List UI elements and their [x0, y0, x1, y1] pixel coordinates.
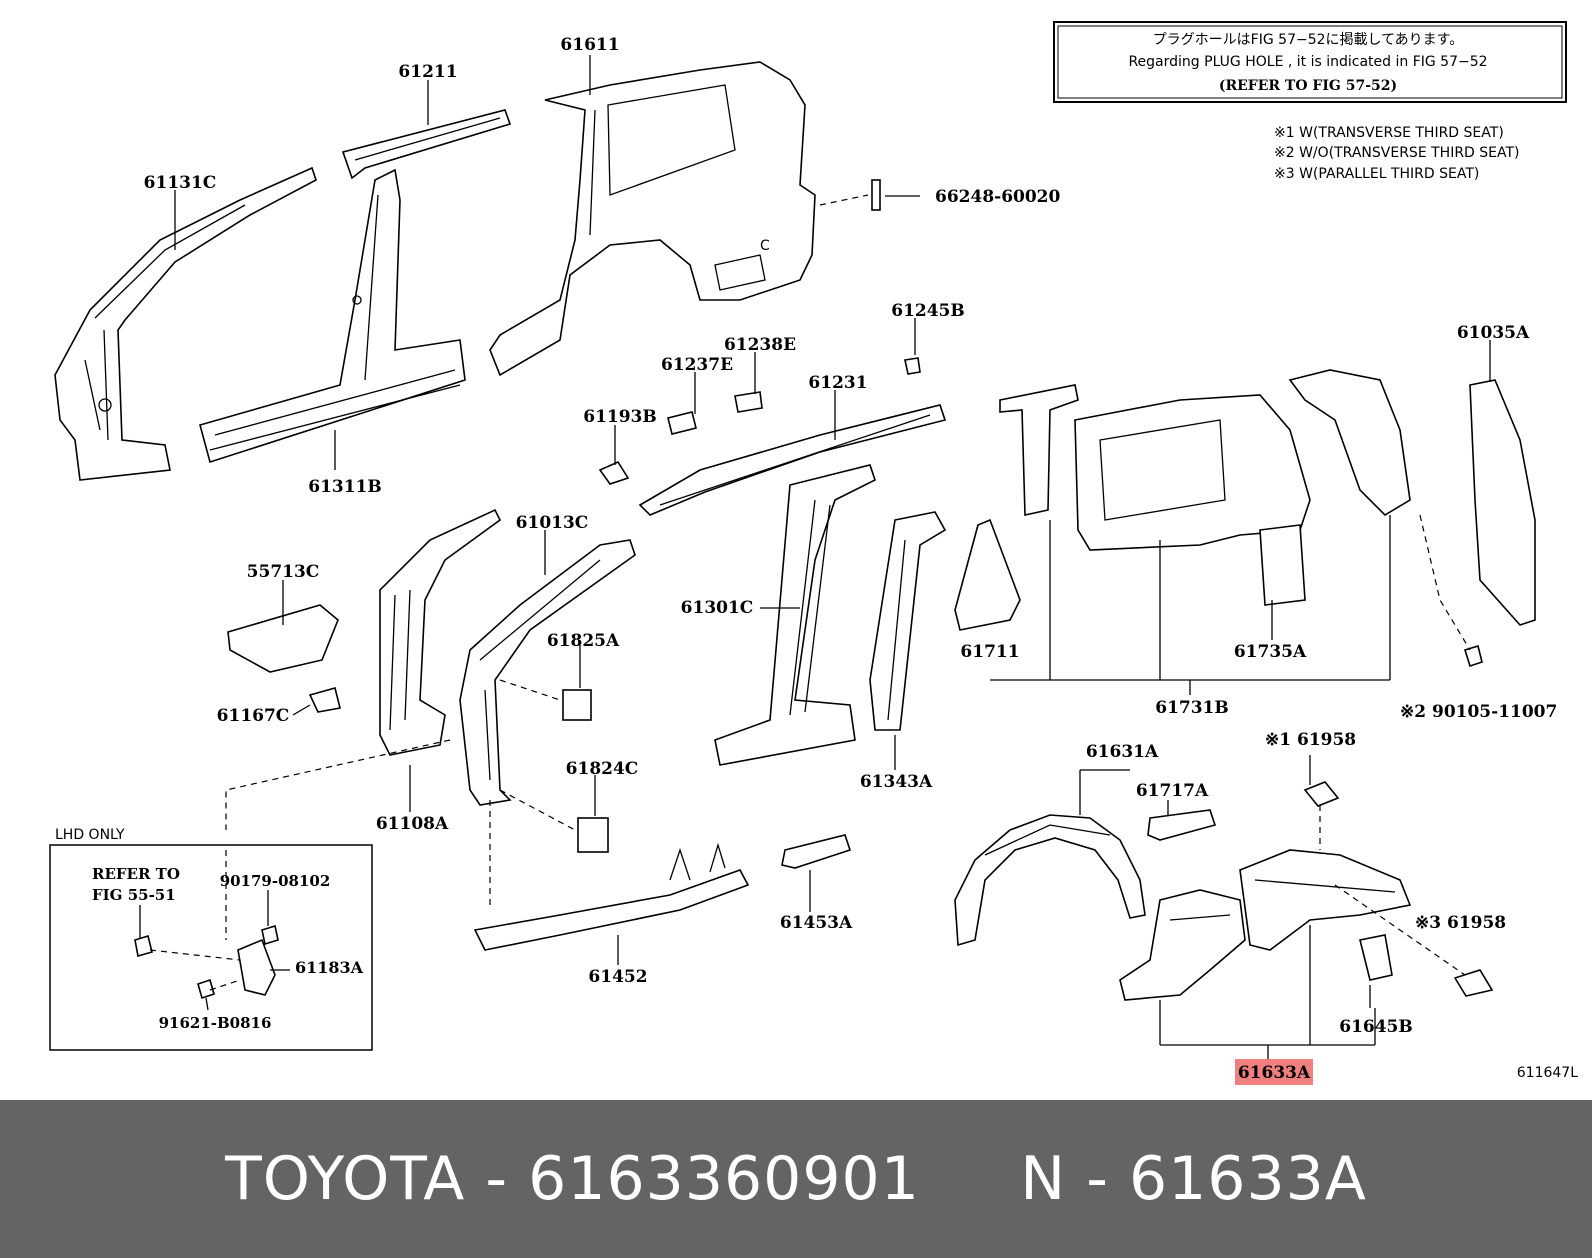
part-55713c-drawing — [227, 604, 339, 673]
highlight-61633a — [1235, 1059, 1313, 1085]
label-61958-1: ※1 61958 — [1265, 730, 1356, 750]
label-61108a: 61108A — [376, 814, 449, 834]
footer-n-value: 61633A — [1128, 1144, 1367, 1214]
part-61231-drawing — [638, 404, 947, 516]
label-61035a: 61035A — [1457, 323, 1530, 343]
label-61958-3: ※3 61958 — [1415, 913, 1506, 933]
lhd-refer-line1: REFER TO — [92, 865, 180, 883]
svg-text:C: C — [760, 238, 770, 254]
part-61717a-drawing — [1147, 809, 1217, 841]
part-61958-1-drawing — [1303, 781, 1340, 807]
label-61237e: 61237E — [661, 355, 733, 375]
part-61301c-drawing — [714, 464, 876, 766]
part-61013c-drawing — [459, 539, 636, 806]
part-61958-3-drawing — [1453, 969, 1494, 997]
label-61013c: 61013C — [516, 513, 589, 533]
label-55713c: 55713C — [247, 562, 320, 582]
lhd-refer-line2: FIG 55-51 — [92, 886, 176, 904]
part-61452-drawing — [473, 842, 750, 951]
part-61238e-drawing — [734, 391, 763, 413]
part-61131c-drawing — [54, 166, 317, 481]
label-61825a: 61825A — [547, 631, 620, 651]
label-61238e: 61238E — [724, 335, 796, 355]
part-66248-drawing — [871, 179, 881, 211]
label-61131c: 61131C — [144, 173, 217, 193]
label-61735a: 61735A — [1234, 642, 1307, 662]
label-61633a: 61633A — [1238, 1063, 1311, 1083]
label-61731b: 61731B — [1155, 698, 1229, 718]
figure-code: 611647L — [1517, 1065, 1578, 1081]
label-61711: 61711 — [960, 642, 1019, 662]
label-61167c: 61167C — [217, 706, 290, 726]
label-61453a: 61453A — [780, 913, 853, 933]
label-61645b: 61645B — [1339, 1017, 1413, 1037]
label-90105-11007: ※2 90105-11007 — [1400, 702, 1557, 722]
label-61631a: 61631A — [1086, 742, 1159, 762]
label-61193b: 61193B — [583, 407, 657, 427]
label-61231: 61231 — [808, 373, 867, 393]
part-61211-drawing — [341, 109, 512, 180]
part-61311b-drawing — [199, 168, 466, 464]
label-66248-60020: 66248-60020 — [935, 187, 1061, 207]
part-61611-drawing: C — [489, 61, 816, 377]
footnote-1: ※1 W(TRANSVERSE THIRD SEAT) — [1274, 125, 1504, 141]
part-61631a-drawing — [954, 814, 1146, 947]
notice-line-refer: (REFER TO FIG 57-52) — [1219, 78, 1397, 94]
footer-bar: TOYOTA - 6163360901 N - 61633A — [0, 1100, 1592, 1258]
lhd-only-inset: LHD ONLY REFER TO FIG 55-51 90179-08102 … — [49, 827, 373, 1051]
footer-n-prefix: N - — [1020, 1144, 1129, 1214]
footnotes: ※1 W(TRANSVERSE THIRD SEAT) ※2 W/O(TRANS… — [1274, 125, 1520, 182]
notice-line-en: Regarding PLUG HOLE , it is indicated in… — [1128, 54, 1487, 70]
part-90105-drawing — [1419, 514, 1483, 668]
label-61717a: 61717A — [1136, 781, 1209, 801]
label-61211: 61211 — [398, 62, 457, 82]
part-labels: 61611 61211 61131C 66248-60020 61311B 61… — [144, 35, 1578, 1085]
part-61453a-drawing — [781, 834, 852, 869]
footer-gap — [920, 1144, 1020, 1214]
part-61824c-drawing — [577, 817, 609, 853]
label-61611: 61611 — [560, 35, 619, 55]
label-90179-08102: 90179-08102 — [220, 872, 331, 890]
footnote-2: ※2 W/O(TRANSVERSE THIRD SEAT) — [1274, 145, 1520, 161]
part-61825a-drawing — [562, 689, 592, 721]
label-61343a: 61343A — [860, 772, 933, 792]
part-61343a-drawing — [869, 511, 947, 731]
label-61301c: 61301C — [681, 598, 754, 618]
part-61731b-drawing — [999, 369, 1411, 606]
part-61633a-drawing — [1119, 849, 1412, 1001]
label-61824c: 61824C — [566, 759, 639, 779]
parts-diagram: プラグホールはFIG 57−52に掲載してあります。 Regarding PLU… — [49, 21, 1578, 1085]
lhd-only-title: LHD ONLY — [55, 827, 125, 843]
part-61108a-drawing — [379, 508, 502, 756]
plug-hole-notice: プラグホールはFIG 57−52に掲載してあります。 Regarding PLU… — [1053, 21, 1567, 103]
part-61711-drawing — [954, 518, 1021, 631]
label-61452: 61452 — [588, 967, 647, 987]
footer-brand: TOYOTA — [225, 1144, 466, 1214]
part-61245b-drawing — [904, 357, 921, 375]
label-61245b: 61245B — [891, 301, 965, 321]
part-61193b-drawing — [598, 460, 630, 485]
footnote-3: ※3 W(PARALLEL THIRD SEAT) — [1274, 166, 1479, 182]
footer-part-number: 6163360901 — [528, 1144, 920, 1214]
footer-sep: - — [465, 1144, 529, 1214]
label-61311b: 61311B — [308, 477, 382, 497]
label-91621-b0816: 91621-B0816 — [159, 1014, 272, 1032]
part-61645b-drawing — [1359, 934, 1393, 981]
leader-dash-front — [489, 679, 576, 905]
part-61167c-drawing — [308, 687, 341, 713]
label-61183a: 61183A — [295, 958, 364, 977]
part-61237e-drawing — [667, 411, 697, 435]
leader-66248-dash — [819, 194, 869, 206]
leader-dash-61958 — [1319, 805, 1466, 976]
leader-lines — [174, 55, 1491, 1060]
notice-line-jp: プラグホールはFIG 57−52に掲載してあります。 — [1153, 32, 1464, 48]
part-61035a-drawing — [1469, 379, 1536, 626]
